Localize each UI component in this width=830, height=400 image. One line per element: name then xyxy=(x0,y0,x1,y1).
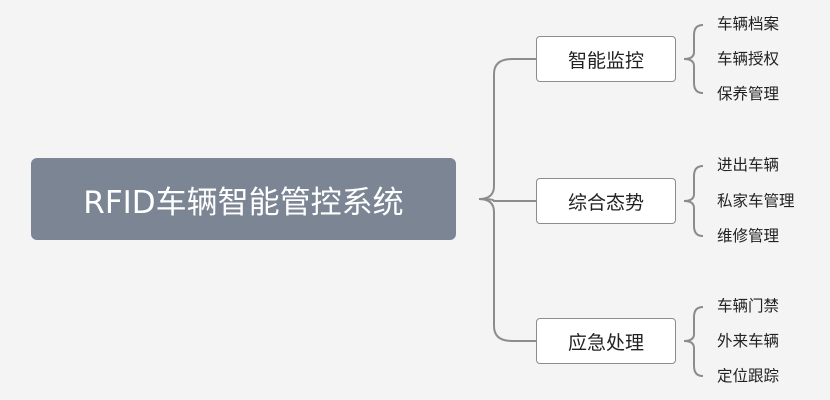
leaf-item: 维修管理 xyxy=(717,227,780,245)
root-connector-bottom xyxy=(478,198,536,342)
branch-node-3: 应急处理 xyxy=(536,318,676,364)
branch-node-2: 综合态势 xyxy=(536,178,676,224)
branch-label: 智能监控 xyxy=(567,49,644,72)
brace-branch-2 xyxy=(683,165,704,237)
leaf-item: 车辆授权 xyxy=(717,50,780,68)
branch-label: 应急处理 xyxy=(567,331,644,354)
root-label: RFID车辆智能管控系统 xyxy=(83,184,404,221)
root-node: RFID车辆智能管控系统 xyxy=(31,158,456,240)
brace-branch-3 xyxy=(683,306,704,377)
leaf-item: 定位跟踪 xyxy=(717,367,780,385)
leaf-item: 私家车管理 xyxy=(717,192,795,210)
leaf-item: 外来车辆 xyxy=(717,332,780,350)
root-connector xyxy=(478,58,536,200)
leaf-item: 保养管理 xyxy=(717,85,780,103)
branch-node-1: 智能监控 xyxy=(536,36,676,82)
leaf-item: 车辆门禁 xyxy=(717,297,780,315)
leaf-item: 进出车辆 xyxy=(717,156,780,174)
brace-branch-1 xyxy=(683,24,704,94)
leaf-item: 车辆档案 xyxy=(717,15,780,33)
branch-label: 综合态势 xyxy=(567,191,644,214)
